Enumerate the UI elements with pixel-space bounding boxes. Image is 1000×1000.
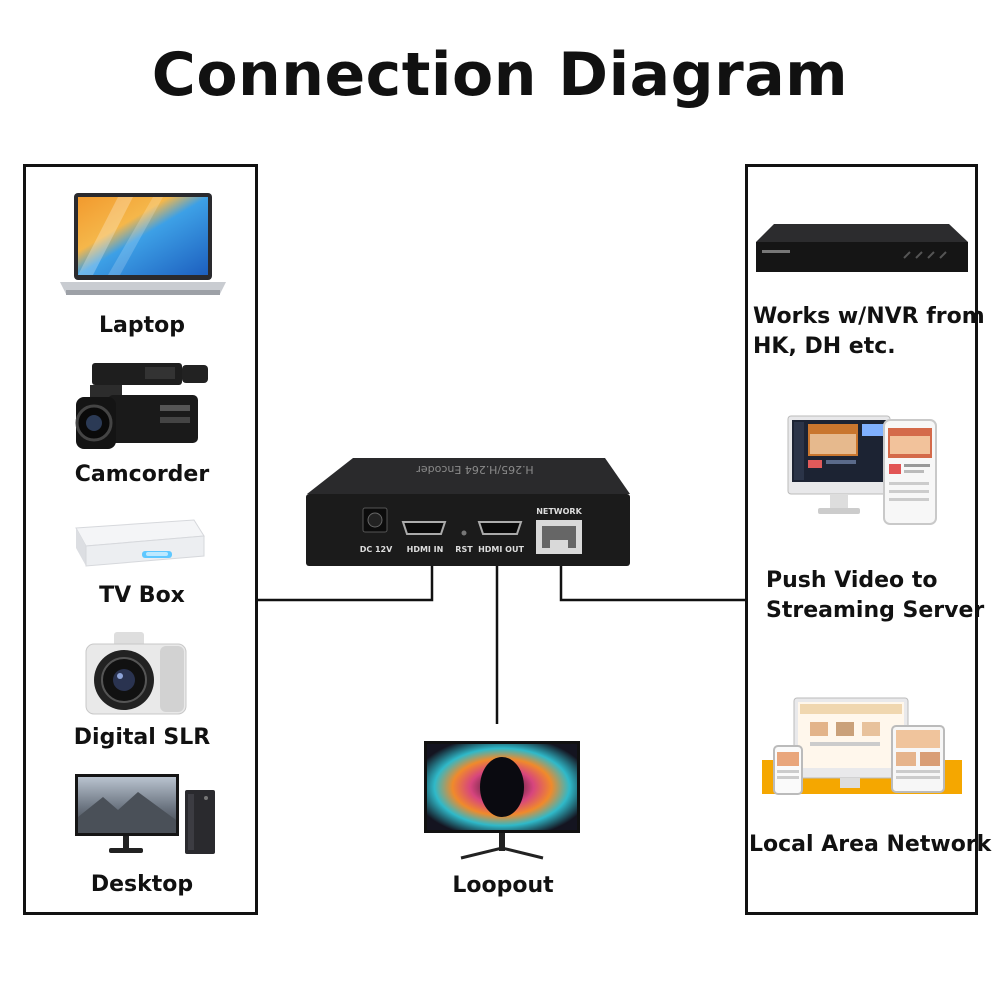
destination-nvr-label: Works w/NVR from HK, DH etc. — [753, 302, 985, 362]
port-label-rst: RST — [455, 545, 473, 554]
source-label-tv-box: TV Box — [99, 583, 185, 608]
source-label-camcorder: Camcorder — [74, 462, 210, 487]
lan-devices-icon — [760, 694, 964, 799]
destination-nvr-line2: HK, DH etc. — [753, 334, 896, 359]
laptop-icon — [58, 190, 228, 302]
encoder-device: H.265/H.264 Encoder DC 12V HDMI IN RST H… — [305, 456, 631, 568]
encoder-top-label: H.265/H.264 Encoder — [416, 463, 534, 476]
streaming-screens-icon — [786, 414, 938, 526]
port-label-network: NETWORK — [536, 507, 582, 516]
camera-icon — [84, 628, 189, 718]
tv-box-icon — [72, 514, 207, 574]
source-label-digital-slr: Digital SLR — [73, 725, 211, 750]
destination-streaming-line1: Push Video to — [766, 568, 938, 593]
destination-streaming-line2: Streaming Server — [766, 598, 985, 623]
desktop-icon — [73, 772, 218, 857]
nvr-icon — [754, 220, 969, 275]
port-label-hdmi-in: HDMI IN — [406, 545, 444, 554]
destination-lan-label: Local Area Network — [749, 832, 991, 857]
camcorder-icon — [70, 355, 215, 455]
loopout-label: Loopout — [452, 873, 554, 898]
line-sources-to-hdmi-in — [258, 566, 434, 602]
source-label-laptop: Laptop — [99, 313, 185, 338]
line-network-to-destinations — [559, 566, 745, 602]
monitor-icon — [423, 740, 581, 862]
destination-streaming-label: Push Video to Streaming Server — [766, 566, 984, 626]
page-title: Connection Diagram — [151, 40, 849, 110]
port-label-hdmi-out: HDMI OUT — [478, 545, 524, 554]
destination-nvr-line1: Works w/NVR from — [753, 304, 985, 329]
destination-lan-line1: Local Area Network — [749, 832, 992, 857]
destinations-panel — [745, 164, 978, 915]
port-label-dc: DC 12V — [359, 545, 393, 554]
source-label-desktop: Desktop — [90, 872, 194, 897]
